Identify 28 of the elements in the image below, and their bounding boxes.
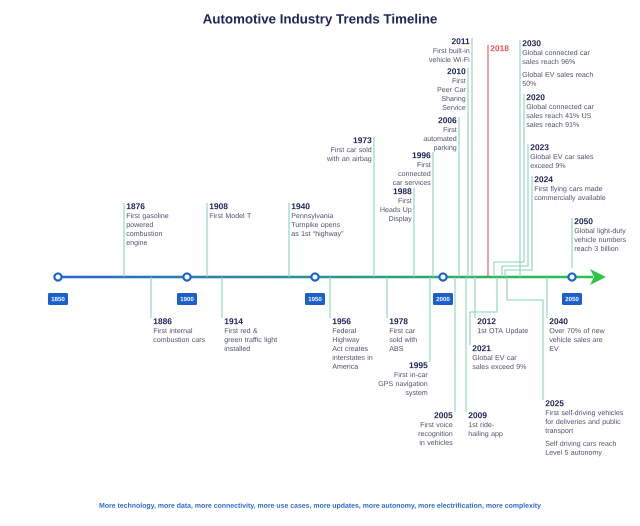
leader-line xyxy=(469,277,498,345)
leader-line xyxy=(429,277,431,362)
leader-line xyxy=(571,218,573,268)
leader-line xyxy=(506,277,544,400)
leader-line xyxy=(504,176,533,277)
leader-line xyxy=(493,94,525,277)
leader-line xyxy=(458,117,460,277)
leader-line xyxy=(329,277,331,318)
event-label: 2018 xyxy=(490,45,509,52)
leader-line xyxy=(471,38,473,277)
title: Automotive Industry Trends Timeline xyxy=(203,14,437,26)
leader-line xyxy=(206,203,208,277)
leader-line xyxy=(546,277,548,318)
leader-line xyxy=(288,203,290,277)
leader-line xyxy=(432,152,434,277)
leader-line xyxy=(373,137,375,277)
leader-line xyxy=(465,277,467,412)
leader-line xyxy=(150,277,152,318)
leader-line xyxy=(386,277,388,318)
leader-line xyxy=(519,40,521,277)
leader-line xyxy=(467,68,469,277)
leader-line xyxy=(501,144,529,277)
leader-line xyxy=(413,188,415,277)
leader-line xyxy=(221,277,223,318)
leader-line xyxy=(454,277,456,412)
leader-line xyxy=(123,203,125,277)
leader-line xyxy=(474,277,476,318)
leader-line xyxy=(487,45,489,277)
